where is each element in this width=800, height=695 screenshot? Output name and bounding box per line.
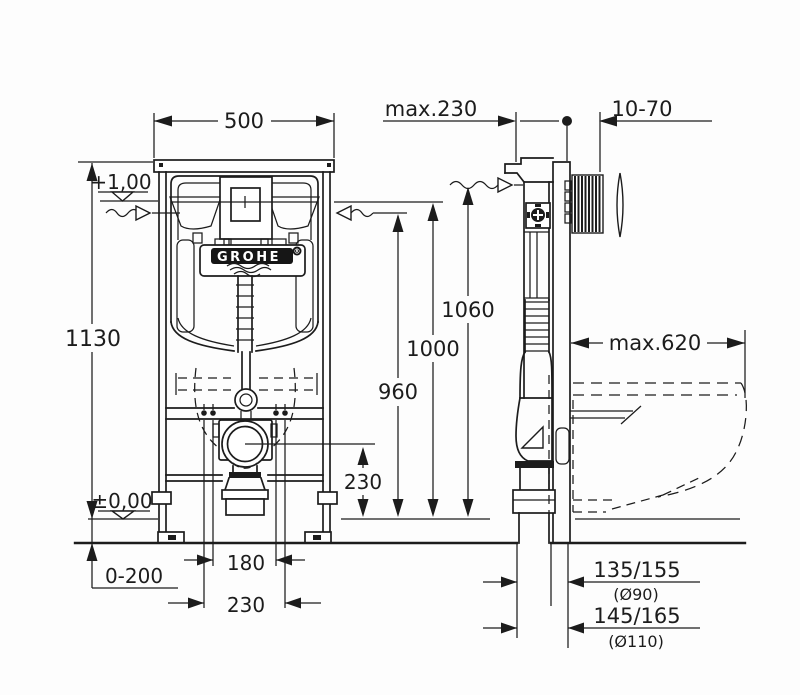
flush-plate-icon (616, 172, 624, 238)
svg-text:960: 960 (378, 380, 418, 404)
dim-1060: 1060 (441, 187, 495, 517)
dim-height-1130: 1130 (65, 161, 178, 589)
svg-text:max.620: max.620 (609, 331, 702, 355)
svg-text:145/165: 145/165 (593, 604, 680, 628)
crossbar (165, 404, 324, 420)
break-symbol-right (335, 204, 407, 222)
floor-lines (73, 518, 747, 545)
mounting-dashed-lines (175, 373, 318, 395)
frame-rails (158, 171, 331, 533)
break-symbol-left (105, 204, 180, 222)
registered-mark: ® (294, 248, 301, 256)
svg-text:±0,00: ±0,00 (91, 489, 152, 513)
dim-leg-range: 0-200 (105, 564, 163, 588)
svg-text:230: 230 (227, 593, 265, 617)
level-triangle-icon (109, 510, 137, 520)
dim-outlet-height-230: 230 (245, 443, 382, 517)
svg-text:max.230: max.230 (385, 97, 478, 121)
svg-text:(Ø110): (Ø110) (608, 632, 664, 651)
dim-960: 960 (378, 214, 418, 517)
break-symbol-side (449, 176, 523, 194)
waste-outlet (212, 419, 278, 516)
dim-max-230: max.230 (383, 97, 559, 162)
svg-text:(Ø90): (Ø90) (613, 585, 658, 604)
grohe-logo: GROHE ® (199, 238, 306, 278)
registered-mark-icon (292, 246, 302, 256)
side-frame (519, 181, 553, 399)
frame-top-bar (153, 159, 335, 173)
flush-sleeve (564, 174, 604, 234)
mounting-rod (570, 405, 642, 425)
svg-text:1060: 1060 (441, 298, 494, 322)
svg-text:135/155: 135/155 (593, 558, 680, 582)
svg-text:230: 230 (344, 470, 382, 494)
dim-10-70: 10-70 (599, 97, 712, 172)
dim-drain-110: 145/165 (Ø110) (483, 604, 700, 651)
wall-bracket (504, 157, 554, 183)
dimensions: 500 max.230 10-70 1130 +1,00 (65, 97, 746, 651)
adjustable-feet (151, 491, 338, 544)
svg-text:+1,00: +1,00 (90, 170, 151, 194)
dim-230-bottom: 230 (168, 593, 321, 617)
side-view (504, 157, 747, 648)
wall-panel (552, 161, 571, 544)
drain-elbow (512, 397, 556, 638)
dim-180: 180 (184, 420, 305, 608)
level-mark-zero: ±0,00 (88, 489, 158, 520)
inspection-shaft (219, 176, 273, 246)
dim-1000: 1000 (406, 203, 460, 517)
toilet-bowl-dashed (548, 375, 747, 513)
svg-text:500: 500 (224, 109, 264, 133)
level-mark-top: +1,00 (90, 170, 158, 202)
wall-reference-dot (562, 116, 572, 126)
svg-text:1000: 1000 (406, 337, 459, 361)
front-view: GROHE ® (151, 159, 338, 544)
brand-name: GROHE (217, 250, 281, 265)
dim-max-620: max.620 (571, 330, 746, 398)
water-level-right (267, 196, 320, 230)
svg-text:10-70: 10-70 (611, 97, 672, 121)
dim-drain-90: 135/155 (Ø90) (483, 558, 700, 604)
flush-pipe (234, 275, 258, 420)
water-level-left (169, 196, 222, 230)
level-triangle-icon (110, 191, 135, 202)
wave-icon (226, 262, 270, 270)
svg-text:1130: 1130 (65, 327, 121, 352)
dim-width-500: 500 (153, 109, 335, 158)
svg-text:180: 180 (227, 551, 265, 575)
